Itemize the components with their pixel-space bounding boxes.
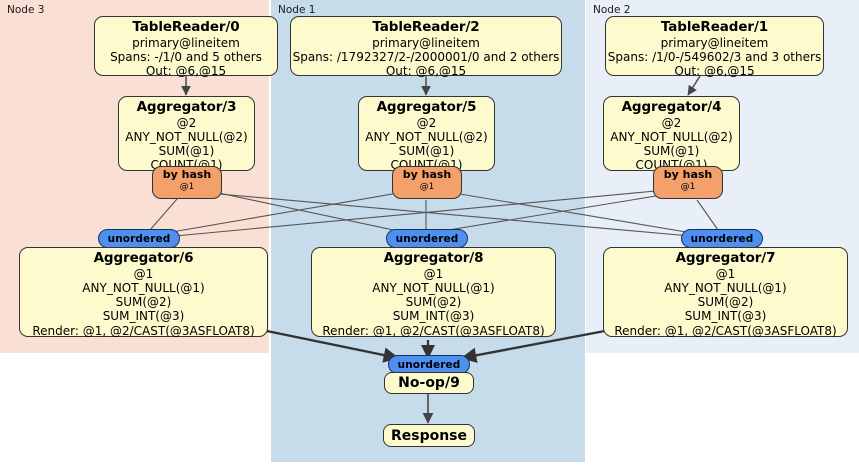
node-line: SUM(@1)	[158, 144, 215, 159]
pill-label: unordered	[395, 232, 459, 245]
node-line: Spans: /1792327/2-/2000001/0 and 2 other…	[292, 50, 560, 65]
node-line: @2	[661, 115, 682, 130]
node-line: primary@lineitem	[132, 35, 240, 50]
node-title: TableReader/1	[660, 19, 769, 35]
node-line: Out: @6,@15	[145, 64, 227, 79]
node-line: SUM(@2)	[697, 295, 754, 310]
node-title: Aggregator/5	[376, 99, 477, 115]
node-response[interactable]: Response	[383, 424, 475, 447]
node-title: Aggregator/8	[383, 250, 484, 266]
node-line: @1	[423, 266, 444, 281]
router-type-label: by hash	[663, 168, 713, 181]
node-line: SUM(@1)	[398, 144, 455, 159]
panel-node1-label: Node 1	[278, 4, 316, 16]
panel-node3-label: Node 3	[7, 4, 45, 16]
router-type-label: by hash	[162, 168, 212, 181]
node-aggregator-8[interactable]: Aggregator/8 @1 ANY_NOT_NULL(@1) SUM(@2)…	[311, 247, 556, 338]
node-line: SUM(@2)	[115, 295, 172, 310]
router-by-hash-node1[interactable]: by hash @1	[392, 166, 462, 199]
pill-unordered-final[interactable]: unordered	[388, 355, 470, 374]
node-line: Out: @6,@15	[674, 64, 755, 79]
node-line: @1	[715, 266, 736, 281]
node-line: SUM_INT(@3)	[392, 309, 475, 324]
router-column-label: @1	[419, 181, 435, 192]
node-title: Aggregator/7	[675, 250, 776, 266]
node-line: SUM(@1)	[643, 144, 700, 159]
node-line: ANY_NOT_NULL(@1)	[664, 281, 787, 296]
pill-unordered-node1[interactable]: unordered	[386, 229, 468, 248]
node-line: ANY_NOT_NULL(@1)	[82, 281, 205, 296]
node-title: Aggregator/3	[136, 99, 237, 115]
node-title: Aggregator/6	[93, 250, 194, 266]
node-aggregator-3[interactable]: Aggregator/3 @2 ANY_NOT_NULL(@2) SUM(@1)…	[118, 96, 255, 172]
node-aggregator-4[interactable]: Aggregator/4 @2 ANY_NOT_NULL(@2) SUM(@1)…	[603, 96, 740, 172]
node-title: TableReader/0	[132, 19, 240, 35]
node-line: @2	[416, 115, 437, 130]
node-aggregator-6[interactable]: Aggregator/6 @1 ANY_NOT_NULL(@1) SUM(@2)…	[19, 247, 268, 338]
node-title: Aggregator/4	[621, 99, 722, 115]
router-by-hash-node3[interactable]: by hash @1	[152, 166, 222, 199]
node-line: primary@lineitem	[660, 35, 769, 50]
node-line: Render: @1, @2/CAST(@3ASFLOAT8)	[614, 323, 837, 338]
router-type-label: by hash	[402, 168, 452, 181]
node-line: ANY_NOT_NULL(@2)	[365, 130, 488, 145]
pill-unordered-node2[interactable]: unordered	[681, 229, 763, 248]
node-line: ANY_NOT_NULL(@1)	[372, 281, 495, 296]
node-line: Out: @6,@15	[385, 64, 467, 79]
node-line: @1	[133, 266, 154, 281]
panel-node2-label: Node 2	[593, 4, 631, 16]
node-line: @2	[176, 115, 197, 130]
node-line: Spans: -/1/0 and 5 others	[110, 50, 262, 65]
node-line: ANY_NOT_NULL(@2)	[610, 130, 733, 145]
node-title: No-op/9	[398, 375, 460, 391]
router-by-hash-node2[interactable]: by hash @1	[653, 166, 723, 199]
pill-label: unordered	[397, 358, 461, 371]
node-table-reader-2[interactable]: TableReader/2 primary@lineitem Spans: /1…	[290, 16, 562, 79]
node-table-reader-1[interactable]: TableReader/1 primary@lineitem Spans: /1…	[605, 16, 824, 79]
node-line: Render: @1, @2/CAST(@3ASFLOAT8)	[322, 323, 545, 338]
pill-label: unordered	[107, 232, 171, 245]
router-column-label: @1	[680, 181, 696, 192]
node-table-reader-0[interactable]: TableReader/0 primary@lineitem Spans: -/…	[94, 16, 278, 79]
node-title: Response	[390, 427, 468, 444]
node-aggregator-5[interactable]: Aggregator/5 @2 ANY_NOT_NULL(@2) SUM(@1)…	[358, 96, 495, 172]
node-line: Render: @1, @2/CAST(@3ASFLOAT8)	[32, 323, 255, 338]
node-noop-9[interactable]: No-op/9	[384, 372, 474, 394]
node-line: SUM_INT(@3)	[684, 309, 767, 324]
node-aggregator-7[interactable]: Aggregator/7 @1 ANY_NOT_NULL(@1) SUM(@2)…	[603, 247, 848, 338]
node-line: ANY_NOT_NULL(@2)	[125, 130, 248, 145]
node-line: SUM(@2)	[405, 295, 462, 310]
node-title: TableReader/2	[372, 19, 480, 35]
pill-label: unordered	[690, 232, 754, 245]
node-line: SUM_INT(@3)	[102, 309, 185, 324]
router-column-label: @1	[179, 181, 195, 192]
pill-unordered-node3[interactable]: unordered	[98, 229, 180, 248]
node-line: Spans: /1/0-/549602/3 and 3 others	[607, 50, 822, 65]
node-line: primary@lineitem	[372, 35, 480, 50]
